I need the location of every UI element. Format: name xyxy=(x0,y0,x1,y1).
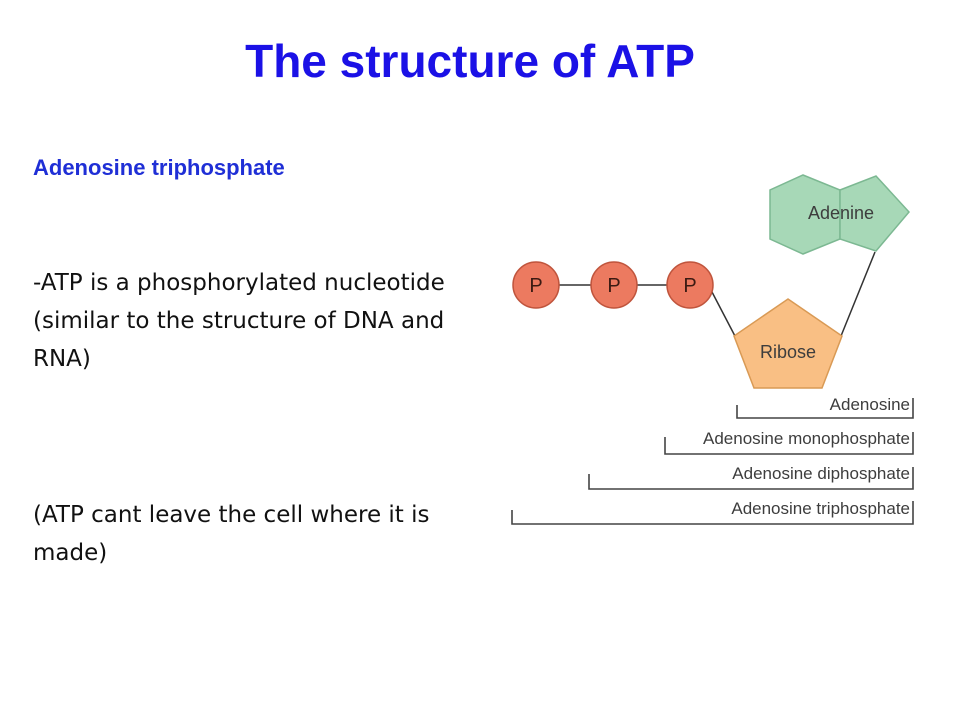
phosphate-label-2: P xyxy=(607,275,620,297)
phosphate-group-3: P xyxy=(666,261,714,309)
phosphate-label-1: P xyxy=(529,275,542,297)
bond-ribose-adenine xyxy=(840,251,876,337)
ribose-sugar: Ribose xyxy=(733,298,843,389)
slide-title: The structure of ATP xyxy=(245,35,695,87)
adenine-label: Adenine xyxy=(808,203,874,223)
atp-structure-diagram: P P P Ribose Adenine Adenosine Adenosine… xyxy=(511,174,914,525)
bracket-adp xyxy=(588,467,914,490)
ribose-label: Ribose xyxy=(760,342,816,362)
bracket-amp xyxy=(664,432,914,455)
bracket-label-adenosine: Adenosine xyxy=(830,395,910,414)
adenine-base: Adenine xyxy=(769,174,910,255)
bracket-atp xyxy=(511,501,914,525)
body-paragraph-nucleotide: -ATP is a phosphorylated nucleotide (sim… xyxy=(33,270,445,372)
body-paragraph-cell: (ATP cant leave the cell where it is mad… xyxy=(33,502,430,566)
bond-p3-ribose xyxy=(711,291,737,339)
bracket-label-atp: Adenosine triphosphate xyxy=(731,499,910,518)
phosphate-group-2: P xyxy=(590,261,638,309)
slide-subtitle: Adenosine triphosphate xyxy=(33,155,285,180)
bracket-label-amp: Adenosine monophosphate xyxy=(703,429,910,448)
bracket-label-adp: Adenosine diphosphate xyxy=(732,464,910,483)
phosphate-group-1: P xyxy=(512,261,560,309)
bracket-adenosine xyxy=(736,398,914,419)
phosphate-label-3: P xyxy=(683,275,696,297)
